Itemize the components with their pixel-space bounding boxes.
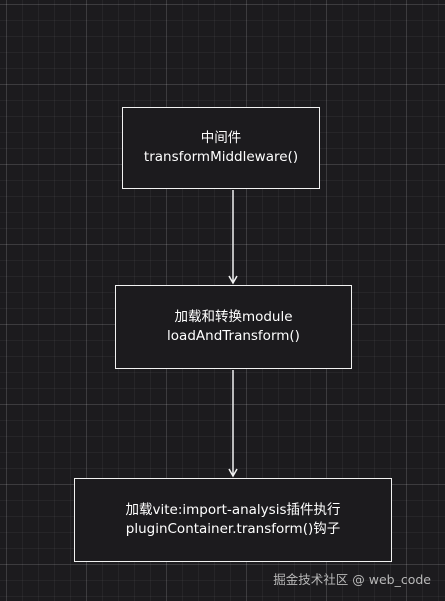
node-label-line2: pluginContainer.transform()钩子 — [125, 521, 341, 537]
node-label-line2: loadAndTransform() — [167, 328, 300, 344]
transform-middleware-node: 中间件 transformMiddleware() — [122, 107, 320, 189]
plugin-transform-node: 加载vite:import-analysis插件执行 pluginContain… — [74, 478, 392, 562]
node-label-line1: 加载和转换module — [174, 309, 293, 325]
node-label-line2: transformMiddleware() — [143, 149, 299, 165]
node-label-line1: 中间件 — [200, 130, 242, 146]
node-label-line1: 加载vite:import-analysis插件执行 — [125, 502, 341, 518]
load-and-transform-node: 加载和转换module loadAndTransform() — [115, 285, 352, 369]
watermark-text: 掘金技术社区 @ web_code — [273, 572, 431, 587]
